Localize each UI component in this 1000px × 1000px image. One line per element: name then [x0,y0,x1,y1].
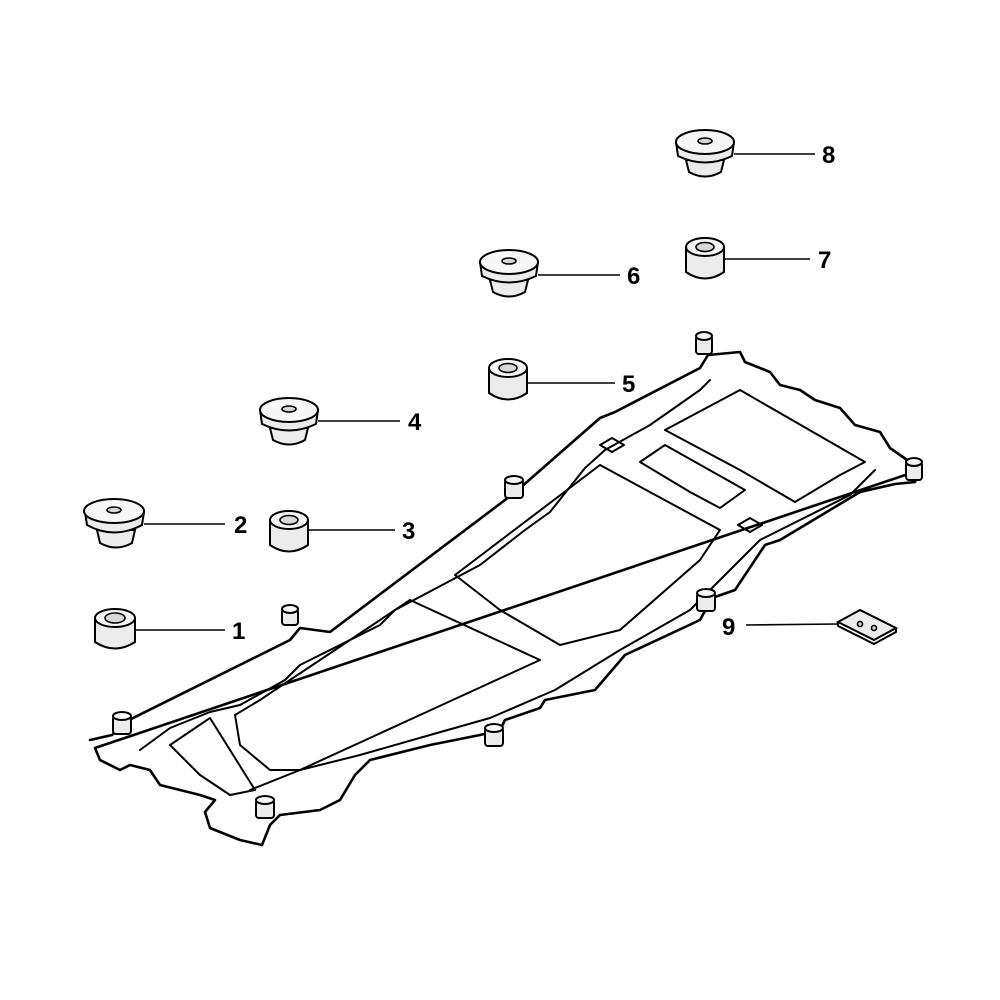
frame-mount-bushings [112,331,923,819]
callout-4: 4 [408,409,422,436]
part-9-plate [835,608,899,645]
callout-8: 8 [822,142,835,169]
callout-labels: 1 2 3 4 5 6 7 8 9 [232,142,835,645]
part-3-bushing [269,510,309,553]
callout-2: 2 [234,512,247,539]
callout-6: 6 [627,263,640,290]
frame-mount-bushing [484,723,504,747]
frame-mount-bushing [504,475,524,499]
part-7-bushing [685,237,725,280]
part-4-cushion [258,397,320,446]
chassis-frame [88,350,922,847]
part-5-bushing [488,358,528,401]
part-6-cushion [478,249,540,298]
frame-mount-bushing [905,457,923,481]
part-8-cushion [674,129,736,178]
frame-mount-bushing [696,588,716,612]
frame-mount-bushing [255,795,275,819]
callout-9: 9 [722,614,735,641]
callout-3: 3 [402,518,415,545]
frame-mount-bushing [695,331,713,355]
part-2-cushion [83,498,146,549]
frame-mount-bushing [112,711,132,735]
frame-mount-bushing [281,604,299,626]
leader-lines [135,153,839,631]
callout-5: 5 [622,371,635,398]
part-1-bushing [94,608,136,650]
callout-1: 1 [232,618,245,645]
callout-7: 7 [818,247,831,274]
